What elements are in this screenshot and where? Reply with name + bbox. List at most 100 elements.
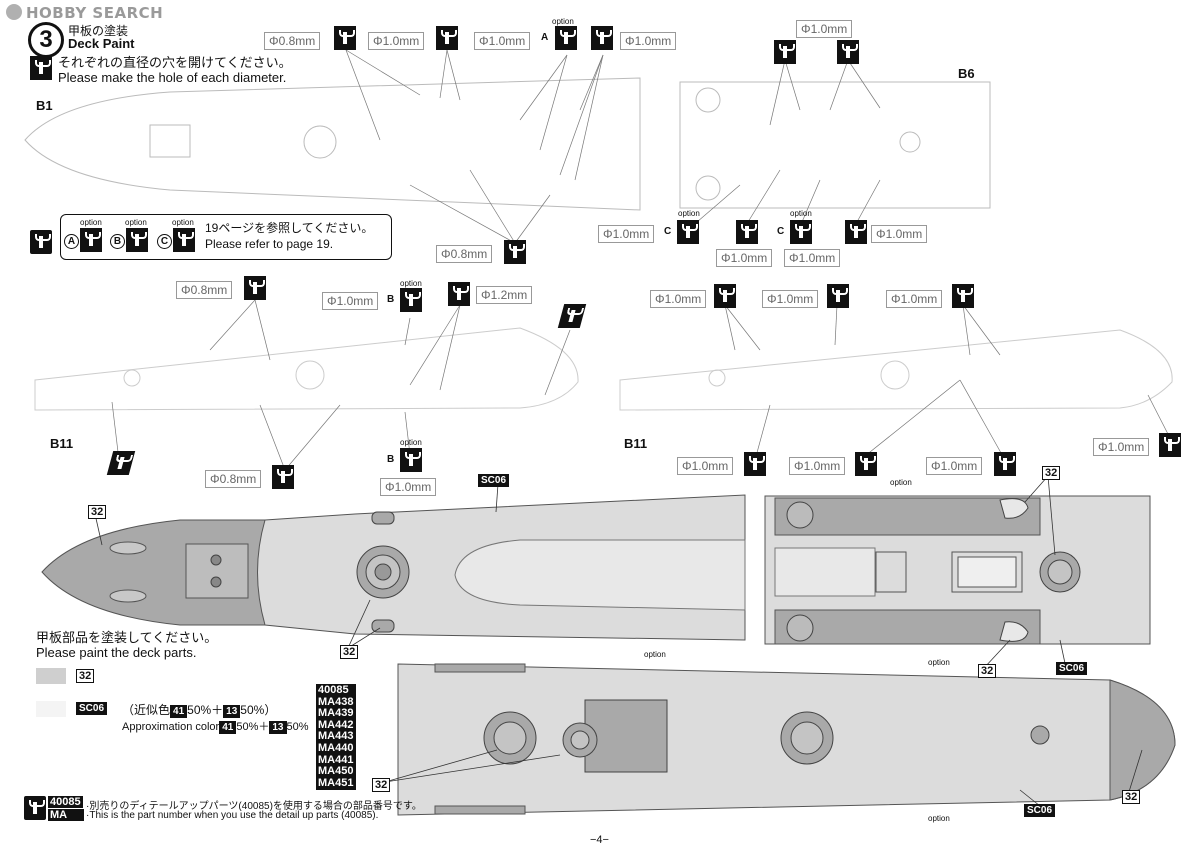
page-number: −4−	[590, 834, 609, 846]
legend-swatch-sc06	[36, 701, 66, 717]
option-label: option	[790, 209, 812, 218]
option-label: option	[552, 17, 574, 26]
legend-code-sc06: SC06	[76, 702, 108, 715]
instruction-en: Please make the hole of each diameter.	[58, 70, 287, 85]
paint-brush-icon	[30, 230, 52, 254]
diameter-label: Φ0.8mm	[176, 281, 233, 299]
option-label: option	[644, 650, 666, 659]
diameter-label: Φ0.8mm	[436, 245, 493, 263]
footnote-ja: ·別売りのディテールアップパーツ(40085)を使用する場合の部品番号です。	[86, 801, 422, 812]
drill-icon	[1159, 433, 1181, 457]
part-label-b11-left: B11	[50, 436, 74, 451]
drill-icon	[400, 448, 422, 472]
footnote-code: 40085	[48, 796, 83, 808]
option-letter-b: B	[110, 234, 125, 249]
hatch-mark-icon	[106, 451, 136, 475]
drill-icon	[837, 40, 859, 64]
diameter-label: Φ1.0mm	[716, 249, 773, 267]
diameter-label: Φ1.0mm	[677, 457, 734, 475]
option-letter-b: B	[387, 294, 395, 305]
option-label: option	[172, 218, 194, 227]
reference-box	[60, 214, 392, 260]
diameter-label: Φ1.0mm	[1093, 438, 1150, 456]
diameter-label: Φ1.0mm	[368, 32, 425, 50]
drill-icon	[126, 228, 148, 252]
drill-icon	[504, 240, 526, 264]
drill-icon	[448, 282, 470, 306]
drill-icon	[845, 220, 867, 244]
color-callout-32: 32	[372, 778, 391, 792]
diameter-label: Φ1.0mm	[762, 290, 819, 308]
part-label-b6: B6	[958, 66, 975, 81]
color-callout-32: 32	[1122, 790, 1141, 804]
color-callout-32: 32	[340, 645, 359, 659]
watermark: HOBBY SEARCH	[6, 4, 163, 22]
drill-icon	[400, 288, 422, 312]
reference-en: Please refer to page 19.	[205, 237, 334, 251]
option-label: option	[80, 218, 102, 227]
drill-icon	[272, 465, 294, 489]
diameter-label: Φ1.0mm	[926, 457, 983, 475]
drill-icon	[790, 220, 812, 244]
diameter-label: Φ1.0mm	[650, 290, 707, 308]
drill-icon	[244, 276, 266, 300]
drill-icon	[677, 220, 699, 244]
drill-icon	[436, 26, 458, 50]
color-callout-sc06: SC06	[478, 474, 510, 487]
diameter-label: Φ1.0mm	[886, 290, 943, 308]
diameter-label: Φ1.2mm	[476, 286, 533, 304]
legend-swatch-32	[36, 668, 66, 684]
reference-ja: 19ページを参照してください。	[205, 221, 374, 235]
footnote-ma: MA	[48, 809, 84, 821]
option-label: option	[928, 658, 950, 667]
diameter-label: Φ1.0mm	[322, 292, 379, 310]
color-callout-32: 32	[88, 505, 107, 519]
option-label: option	[928, 814, 950, 823]
option-letter-c: C	[777, 226, 785, 237]
option-label: option	[125, 218, 147, 227]
drill-icon	[952, 284, 974, 308]
footnote-brush-icon	[24, 796, 46, 820]
option-label: option	[678, 209, 700, 218]
option-label: option	[400, 438, 422, 447]
diameter-label: Φ1.0mm	[598, 225, 655, 243]
part-label-b11-right: B11	[624, 436, 648, 451]
option-letter-a: A	[64, 234, 79, 249]
option-label: option	[400, 279, 422, 288]
paint-instruction-ja: 甲板部品を塗装してください。	[36, 630, 218, 645]
diameter-label: Φ1.0mm	[789, 457, 846, 475]
color-callout-32: 32	[1042, 466, 1061, 480]
color-callout-sc06: SC06	[1024, 804, 1056, 817]
paint-instruction-en: Please paint the deck parts.	[36, 645, 197, 660]
step-title-en: Deck Paint	[68, 36, 135, 51]
drill-icon	[744, 452, 766, 476]
drill-icon	[736, 220, 758, 244]
diameter-label: Φ0.8mm	[205, 470, 262, 488]
diameter-label: Φ1.0mm	[796, 20, 853, 38]
legend-code-32: 32	[76, 669, 95, 683]
option-letter-c: C	[157, 234, 172, 249]
diameter-label: Φ1.0mm	[474, 32, 531, 50]
drill-icon	[30, 56, 52, 80]
option-letter-b: B	[387, 454, 395, 465]
instruction-ja: それぞれの直径の穴を開けてください。	[58, 55, 292, 70]
drill-icon	[555, 26, 577, 50]
detail-up-codes: 40085 MA438 MA439 MA442 MA443 MA440 MA44…	[316, 684, 356, 791]
drill-icon	[173, 228, 195, 252]
drill-icon	[334, 26, 356, 50]
part-label-b1: B1	[36, 98, 53, 113]
drill-icon	[714, 284, 736, 308]
option-letter-a: A	[541, 32, 549, 43]
diameter-label: Φ1.0mm	[784, 249, 841, 267]
footnote-en: ·This is the part number when you use th…	[86, 810, 379, 821]
diameter-label: Φ0.8mm	[264, 32, 321, 50]
drill-icon	[591, 26, 613, 50]
drill-icon	[855, 452, 877, 476]
color-callout-32: 32	[978, 664, 997, 678]
hatch-mark-icon	[557, 304, 587, 328]
color-callout-sc06: SC06	[1056, 662, 1088, 675]
option-label: option	[890, 478, 912, 487]
watermark-logo-icon	[6, 4, 22, 20]
